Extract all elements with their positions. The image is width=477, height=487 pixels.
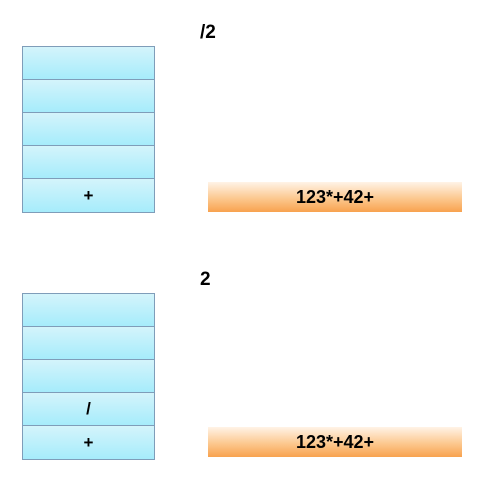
operator-stack: / +: [22, 293, 155, 460]
stack-cell: [23, 294, 154, 327]
stack-cell: [23, 146, 154, 179]
step-panel-1: /2 + 123*+42+: [0, 0, 477, 240]
output-bar: 123*+42+: [208, 182, 462, 212]
operator-stack: +: [22, 46, 155, 213]
stack-cell: [23, 113, 154, 146]
stack-cell: /: [23, 393, 154, 426]
output-bar: 123*+42+: [208, 427, 462, 457]
step-panel-2: 2 / + 123*+42+: [0, 247, 477, 487]
stack-cell: [23, 327, 154, 360]
stack-cell: [23, 80, 154, 113]
current-token: 2: [200, 269, 211, 290]
stack-cell: +: [23, 179, 154, 212]
stack-cell: [23, 360, 154, 393]
stack-cell: [23, 47, 154, 80]
stack-cell: +: [23, 426, 154, 459]
current-token: /2: [200, 22, 216, 43]
